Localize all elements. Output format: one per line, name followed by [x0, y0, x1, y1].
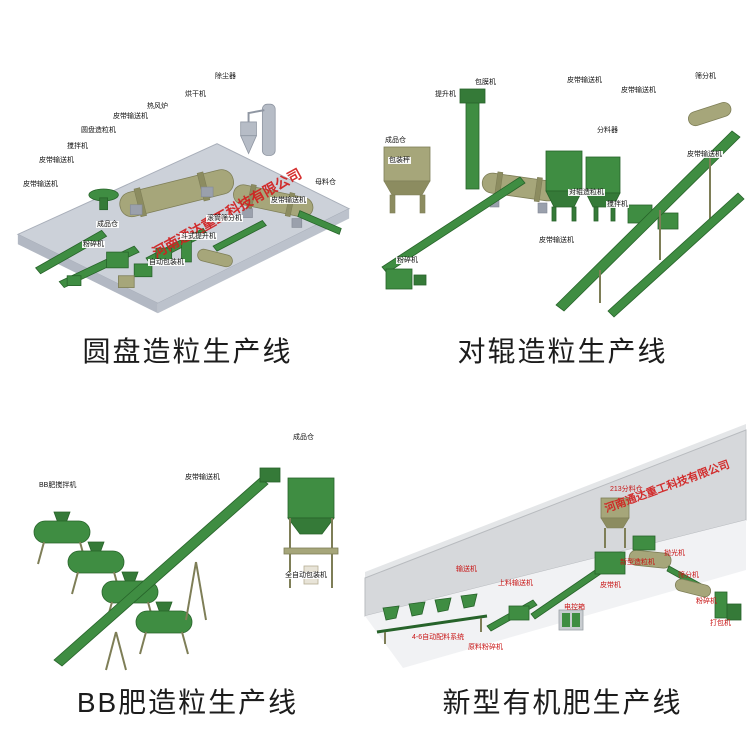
- equipment-label: 皮带输送机: [686, 151, 723, 159]
- long-belt-conveyor: [555, 130, 741, 312]
- drum-screen: [674, 578, 712, 598]
- exhaust-stack: [261, 103, 276, 156]
- equipment-label: 筛分机: [678, 572, 699, 579]
- equipment-label: 包装秤: [388, 157, 411, 165]
- second-belt-conveyor: [607, 192, 745, 318]
- equipment-label: 原料粉碎机: [468, 644, 503, 651]
- equipment-label: 提升机: [434, 91, 457, 99]
- equipment-label: 筛分机: [694, 73, 717, 81]
- equipment-label: 皮带输送机: [112, 113, 149, 121]
- batching-system: [376, 593, 488, 644]
- equipment-label: 抛光机: [664, 550, 685, 557]
- caption-organic-line: 新型有机肥生产线: [442, 687, 683, 718]
- feed-conveyor: [486, 599, 538, 632]
- equipment-label: 滚筒筛分机: [206, 215, 243, 223]
- feed-conveyor: [381, 176, 526, 274]
- equipment-label: 上料输送机: [498, 580, 533, 587]
- equipment-label: 皮带输送机: [22, 181, 59, 189]
- bb-line-drawing: [33, 467, 339, 671]
- disc-line-drawing: [16, 103, 351, 314]
- inclined-truss-conveyor: [53, 467, 281, 671]
- equipment-label: 皮带输送机: [184, 474, 221, 482]
- equipment-label: 新型造粒机: [620, 559, 655, 566]
- equipment-label: 粉碎机: [696, 598, 717, 605]
- equipment-label: 母料仓: [314, 179, 337, 187]
- equipment-label: 圆盘造粒机: [80, 127, 117, 135]
- section-roller-line: 提升机 包膜机 皮带输送机 皮带输送机 筛分机 成品仓 包装秤 分料器 皮带输送…: [375, 0, 750, 375]
- equipment-label: 成品仓: [96, 221, 119, 229]
- equipment-label: 电控箱: [564, 604, 585, 611]
- equipment-label: 成品仓: [384, 137, 407, 145]
- cyclone-dust-collector: [240, 109, 265, 155]
- equipment-label: 213分料仓: [610, 486, 643, 493]
- disc-granulator: [88, 188, 119, 211]
- caption-bb-line: BB肥造粒生产线: [76, 687, 299, 718]
- equipment-label: 自动包装机: [148, 259, 185, 267]
- section-disc-line: 河南通达重工科技有限公司 除尘器 烘干机 热风炉 皮带输送机 圆盘造粒机 搅拌机…: [0, 0, 375, 375]
- control-cabinet: [558, 609, 584, 631]
- equipment-label: 成品仓: [292, 434, 315, 442]
- equipment-label: 皮带输送机: [620, 87, 657, 95]
- equipment-label: 除尘器: [214, 73, 237, 81]
- equipment-label: 皮带输送机: [38, 157, 75, 165]
- drum-screen: [197, 248, 233, 268]
- equipment-label: 搅拌机: [66, 143, 89, 151]
- equipment-label: 4-6自动配料系统: [412, 634, 465, 641]
- equipment-label: 皮带输送机: [270, 197, 307, 205]
- section-bb-line: 成品仓 皮带输送机 BB肥搅拌机 全自动包装机 BB肥造粒生产线: [0, 375, 375, 750]
- section-organic-line: 河南通达重工科技有限公司 213分料仓 输送机 上料输送机 新型造粒机 抛光机 …: [364, 375, 750, 750]
- equipment-label: 全自动包装机: [284, 572, 328, 580]
- bb-line-illustration: 成品仓 皮带输送机 BB肥搅拌机 全自动包装机: [4, 420, 354, 685]
- crusher: [385, 268, 427, 290]
- bagging-station: [283, 477, 339, 588]
- equipment-label: 斗式提升机: [180, 233, 217, 241]
- feed-bin: [600, 497, 630, 548]
- packer: [714, 591, 742, 621]
- equipment-label: 热风炉: [146, 103, 169, 111]
- equipment-label: 皮带机: [600, 582, 621, 589]
- organic-line-illustration: 河南通达重工科技有限公司 213分料仓 输送机 上料输送机 新型造粒机 抛光机 …: [363, 420, 750, 685]
- back-wall: [364, 424, 747, 668]
- equipment-label: 包膜机: [474, 79, 497, 87]
- equipment-label: 搅拌机: [606, 201, 629, 209]
- product-hoppers: [545, 150, 621, 222]
- organic-line-drawing: [364, 424, 747, 668]
- bucket-elevator: [459, 88, 486, 190]
- equipment-label: 粉碎机: [82, 241, 105, 249]
- equipment-label: 烘干机: [184, 91, 207, 99]
- disc-line-illustration: 河南通达重工科技有限公司 除尘器 烘干机 热风炉 皮带输送机 圆盘造粒机 搅拌机…: [8, 55, 358, 320]
- equipment-label: 打包机: [710, 620, 731, 627]
- equipment-label: 对辊造粒机: [568, 189, 605, 197]
- drum-screen: [688, 102, 732, 127]
- equipment-label: 皮带输送机: [538, 237, 575, 245]
- roller-line-illustration: 提升机 包膜机 皮带输送机 皮带输送机 筛分机 成品仓 包装秤 分料器 皮带输送…: [370, 55, 748, 320]
- mixer-and-machines: [66, 239, 192, 288]
- equipment-label: 分料器: [596, 127, 619, 135]
- caption-disc-line: 圆盘造粒生产线: [82, 336, 293, 367]
- equipment-label: 输送机: [456, 566, 477, 573]
- equipment-label: BB肥搅拌机: [38, 482, 78, 490]
- caption-roller-line: 对辊造粒生产线: [457, 336, 668, 367]
- bb-mixers: [33, 511, 193, 655]
- equipment-label: 粉碎机: [396, 257, 419, 265]
- granulator-complex: [594, 535, 672, 575]
- roller-line-drawing: [381, 88, 745, 318]
- equipment-label: 皮带输送机: [566, 77, 603, 85]
